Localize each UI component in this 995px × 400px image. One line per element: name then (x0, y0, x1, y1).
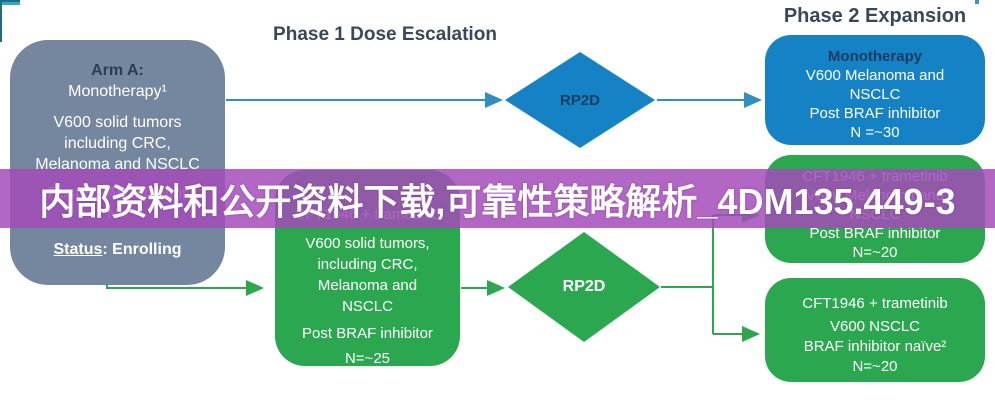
expansion-box-combination-naive: CFT1946 + trametinib V600 NSCLC BRAF inh… (765, 278, 985, 382)
arm-a-therapy: Monotherapy¹ (68, 83, 167, 100)
phase2-title: Phase 2 Expansion (783, 5, 967, 27)
rp2d-decision-diamond-monotherapy: RP2D (505, 52, 655, 148)
arm-b-population-line: NSCLC (342, 298, 393, 315)
expansion-box-sample-size: N=~20 (852, 244, 898, 261)
arm-b-population-line: V600 solid tumors, (305, 235, 430, 252)
arm-a-population-line: including CRC, (64, 135, 171, 152)
status-label: Status (53, 241, 103, 258)
arm-a-population-line: V600 solid tumors (53, 114, 182, 131)
expansion-box-sample-size: N=~20 (852, 358, 898, 375)
arm-b-population-line: Melanoma and (317, 277, 418, 294)
arm-a-box: Arm A: Monotherapy¹ V600 solid tumors in… (10, 40, 225, 285)
top-right-accent-tick (975, 0, 979, 4)
watermark-text: 内部资料和公开资料下载,可靠性策略解析_4DM135.449-3 (39, 180, 956, 222)
phase1-title: Phase 1 Dose Escalation (273, 24, 497, 45)
expansion-box-line: V600 NSCLC (829, 318, 921, 335)
expansion-box-line: Post BRAF inhibitor (809, 105, 941, 122)
arm-b-prior-therapy: Post BRAF inhibitor (302, 325, 433, 342)
rp2d-label: RP2D (559, 91, 600, 109)
expansion-box-monotherapy: Monotherapy V600 Melanoma and NSCLC Post… (765, 35, 985, 145)
expansion-box-line: V600 Melanoma and (805, 67, 945, 84)
watermark-banner: 内部资料和公开资料下载,可靠性策略解析_4DM135.449-3 (0, 169, 995, 228)
status-value: : Enrolling (102, 241, 182, 258)
expansion-box-line: BRAF inhibitor naïve² (803, 338, 947, 355)
left-edge-accent-line (0, 0, 2, 42)
expansion-box-title: CFT1946 + trametinib (802, 295, 948, 312)
rp2d-decision-diamond-combination: RP2D (508, 232, 660, 342)
expansion-box-line: Post BRAF inhibitor (809, 225, 941, 242)
arm-a-population-line: Melanoma and NSCLC (35, 156, 200, 173)
arm-b-population-line: including CRC, (317, 256, 418, 273)
rp2d-label: RP2D (562, 278, 606, 295)
arm-a-status: Status: Enrolling (10, 239, 225, 260)
top-left-accent-bar (0, 0, 20, 5)
expansion-box-sample-size: N =~30 (850, 124, 900, 141)
arm-a-header: Arm A: (91, 62, 144, 79)
expansion-box-title: Monotherapy (827, 48, 923, 65)
expansion-box-line: NSCLC (849, 86, 901, 103)
arm-b-sample-size: N=~25 (344, 350, 391, 367)
